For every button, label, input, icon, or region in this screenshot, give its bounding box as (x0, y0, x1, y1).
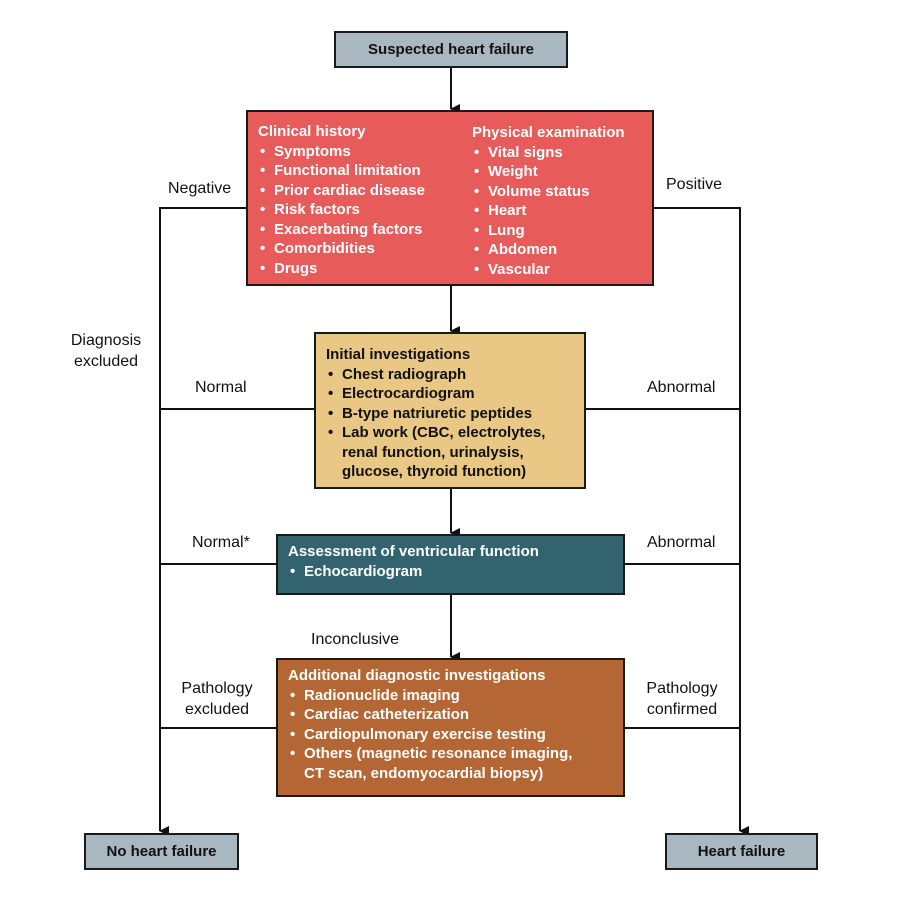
list-item: Lung (472, 221, 625, 241)
list-item: Exacerbating factors (258, 220, 425, 240)
physical-examination-list: Vital signs Weight Volume status Heart L… (472, 143, 625, 280)
edge-label-line: Diagnosis (70, 332, 142, 349)
edge-label-negative: Negative (168, 180, 232, 197)
clinical-history-list: Symptoms Functional limitation Prior car… (258, 142, 425, 279)
heart-failure-node: Heart failure (665, 833, 818, 870)
edge-label-pathology-excluded: Pathology excluded (174, 678, 260, 720)
suspected-heart-failure-label: Suspected heart failure (368, 41, 534, 58)
list-item: Cardiopulmonary exercise testing (288, 725, 623, 745)
list-item-lab-work: Lab work (CBC, electrolytes, renal funct… (326, 423, 584, 482)
edge-label-abnormal-2: Abnormal (647, 534, 716, 551)
list-item: Risk factors (258, 200, 425, 220)
list-item: Abdomen (472, 240, 625, 260)
list-item: Radionuclide imaging (288, 686, 623, 706)
ventricular-function-heading: Assessment of ventricular function (288, 543, 539, 560)
edge-label-line: confirmed (646, 701, 718, 718)
list-item: Prior cardiac disease (258, 181, 425, 201)
suspected-heart-failure-node: Suspected heart failure (334, 31, 568, 68)
list-item: Electrocardiogram (326, 384, 584, 404)
lab-work-line: glucose, thyroid function) (342, 463, 527, 480)
initial-investigations-heading: Initial investigations (326, 346, 471, 363)
list-item: Cardiac catheterization (288, 705, 623, 725)
clinical-history-heading: Clinical history (258, 123, 366, 140)
list-item: Functional limitation (258, 161, 425, 181)
physical-examination-heading: Physical examination (472, 124, 625, 141)
no-heart-failure-node: No heart failure (84, 833, 239, 870)
edge-label-line: Pathology (646, 680, 718, 697)
list-item: Echocardiogram (288, 562, 623, 582)
additional-investigations-heading: Additional diagnostic investigations (288, 667, 546, 684)
edge-label-abnormal-1: Abnormal (647, 379, 716, 396)
list-item: B-type natriuretic peptides (326, 404, 584, 424)
list-item: Comorbidities (258, 239, 425, 259)
list-item: Heart (472, 201, 625, 221)
no-heart-failure-label: No heart failure (106, 843, 217, 860)
others-line: Others (magnetic resonance imaging, (304, 745, 573, 762)
additional-investigations-node: Additional diagnostic investigations Rad… (276, 658, 625, 797)
edge-label-normal-2: Normal* (192, 534, 250, 551)
ventricular-function-list: Echocardiogram (288, 562, 623, 582)
list-item: Vascular (472, 260, 625, 280)
list-item-others: Others (magnetic resonance imaging, CT s… (288, 744, 623, 783)
list-item: Volume status (472, 182, 625, 202)
edge-label-line: Pathology (181, 680, 253, 697)
initial-investigations-node: Initial investigations Chest radiograph … (314, 332, 586, 489)
additional-investigations-list: Radionuclide imaging Cardiac catheteriza… (288, 686, 623, 784)
edge-label-pathology-confirmed: Pathology confirmed (638, 678, 726, 720)
clinical-assessment-node: Clinical history Symptoms Functional lim… (246, 110, 654, 286)
edge-label-line: excluded (73, 353, 139, 370)
ventricular-function-node: Assessment of ventricular function Echoc… (276, 534, 625, 595)
edge-label-normal-1: Normal (195, 379, 247, 396)
lab-work-line: renal function, urinalysis, (342, 443, 524, 461)
others-line: CT scan, endomyocardial biopsy) (304, 764, 544, 782)
initial-investigations-list: Chest radiograph Electrocardiogram B-typ… (326, 365, 584, 482)
clinical-history-column: Clinical history Symptoms Functional lim… (258, 122, 425, 278)
heart-failure-label: Heart failure (697, 843, 786, 860)
edge-label-positive: Positive (666, 176, 723, 193)
edge-label-diagnosis-excluded: Diagnosis excluded (66, 330, 146, 372)
lab-work-line: Lab work (CBC, electrolytes, (342, 424, 546, 441)
edge-label-line: excluded (184, 701, 250, 718)
list-item: Weight (472, 162, 625, 182)
list-item: Symptoms (258, 142, 425, 162)
list-item: Drugs (258, 259, 425, 279)
list-item: Chest radiograph (326, 365, 584, 385)
physical-examination-column: Physical examination Vital signs Weight … (472, 123, 625, 279)
list-item: Vital signs (472, 143, 625, 163)
edge-label-inconclusive: Inconclusive (311, 631, 400, 648)
